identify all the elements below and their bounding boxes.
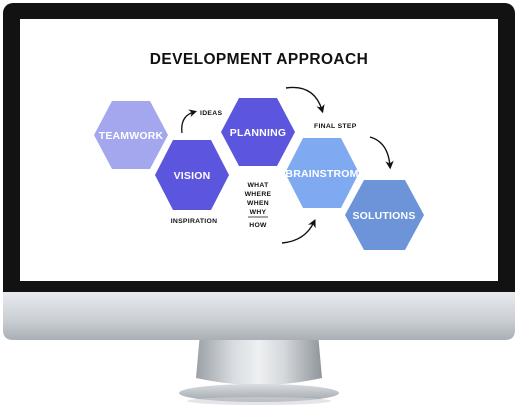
arrow-planning-to-final: [285, 86, 325, 114]
hex-vision: [155, 140, 229, 210]
question-when: WHEN: [247, 200, 269, 207]
question-where: WHERE: [245, 191, 272, 198]
stand-shadow: [187, 397, 331, 405]
question-what: WHAT: [247, 182, 269, 189]
hex-solutions: [345, 180, 424, 250]
annotation-inspiration: INSPIRATION: [171, 218, 218, 225]
monitor-chin: [3, 292, 515, 340]
annotation-how: HOW: [249, 222, 267, 229]
node-brainstrom: BRAINSTROM: [285, 138, 359, 208]
monitor-stand: [179, 333, 339, 405]
node-label-solutions: SOLUTIONS: [352, 210, 415, 222]
stand-neck: [196, 333, 322, 385]
node-label-teamwork: TEAMWORK: [99, 130, 164, 142]
node-label-planning: PLANNING: [230, 127, 286, 139]
node-vision: VISION: [155, 140, 229, 210]
slide-title: DEVELOPMENT APPROACH: [150, 51, 368, 68]
stand-base: [179, 384, 339, 402]
node-solutions: SOLUTIONS: [345, 180, 424, 250]
slide: DEVELOPMENT APPROACH TEAMWORK VISION PLA…: [94, 51, 424, 250]
annotation-ideas: IDEAS: [200, 110, 222, 117]
arrow-final-to-solutions: [369, 136, 394, 170]
node-teamwork: TEAMWORK: [94, 101, 168, 169]
node-label-vision: VISION: [174, 170, 211, 182]
arrow-how-to-brainstrom: [281, 218, 316, 244]
hex-planning: [221, 98, 295, 166]
arrow-ideas: [181, 109, 197, 134]
hex-brainstrom: [285, 138, 359, 208]
annotation-final-step: FINAL STEP: [314, 123, 357, 130]
annotation-questions: WHAT WHERE WHEN WHY: [245, 182, 272, 218]
node-label-brainstrom: BRAINSTROM: [285, 168, 358, 180]
hex-teamwork: [94, 101, 168, 169]
node-planning: PLANNING: [221, 98, 295, 166]
question-why: WHY: [250, 209, 267, 216]
